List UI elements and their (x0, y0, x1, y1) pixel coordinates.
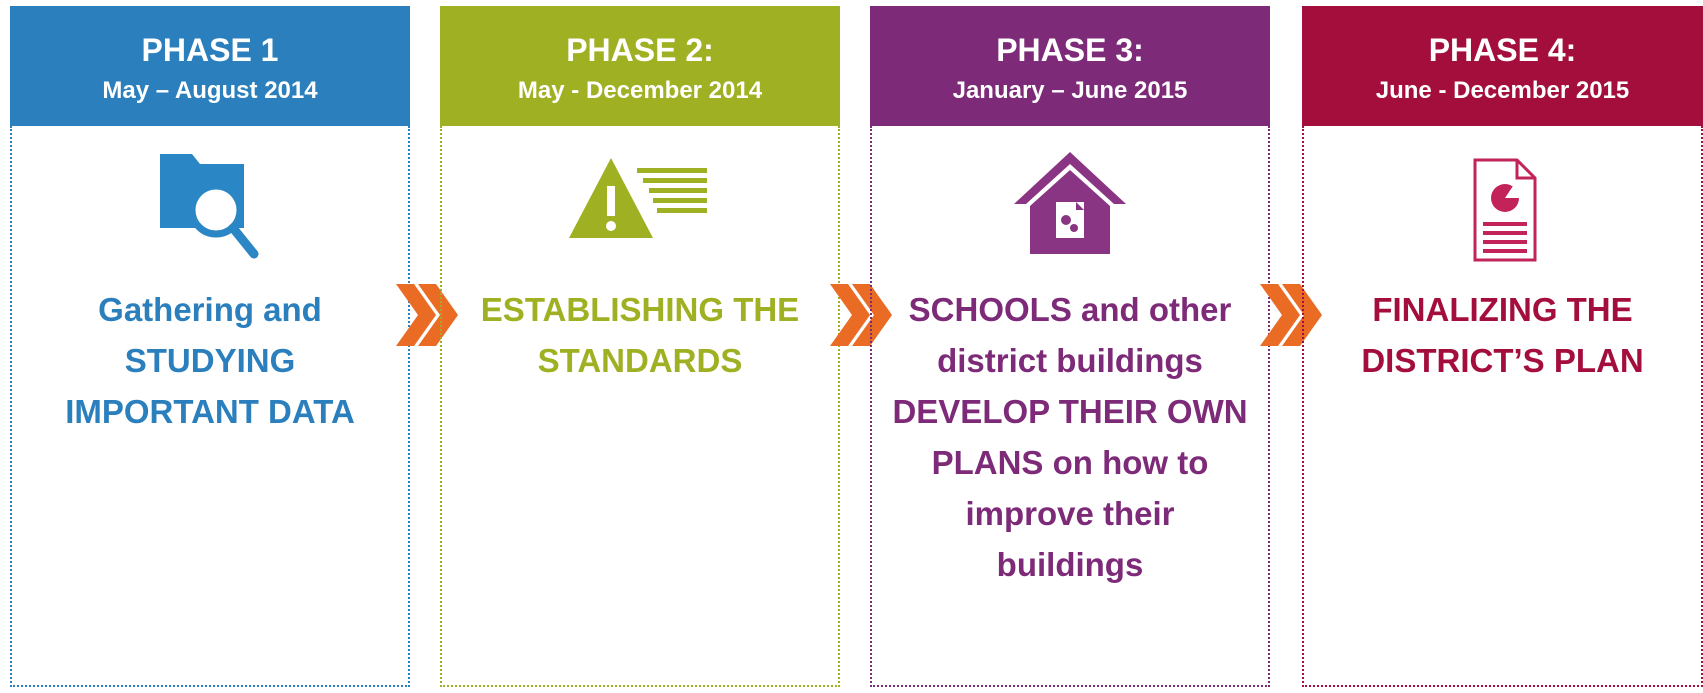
phase-3-title: PHASE 3: (996, 32, 1144, 68)
phase-2-description: ESTABLISHING THE STANDARDS (480, 291, 800, 379)
phase-3-frame (870, 126, 1270, 687)
double-chevron-icon (396, 284, 460, 346)
phase-2-frame (440, 126, 840, 687)
phase-1-dates: May – August 2014 (102, 77, 318, 104)
phase-2-column: PHASE 2: May - December 2014 ESTABLISHIN… (440, 6, 840, 687)
phase-2-title: PHASE 2: (566, 32, 714, 68)
phase-3-dates: January – June 2015 (952, 77, 1188, 104)
phase-4-header: PHASE 4: June - December 2015 (1302, 6, 1703, 126)
phase-3-header: PHASE 3: January – June 2015 (870, 6, 1270, 126)
phase-4-dates: June - December 2015 (1375, 77, 1630, 104)
phase-3-description: SCHOOLS and other district buildings DEV… (892, 291, 1248, 583)
phase-4-description: FINALIZING THE DISTRICT’S PLAN (1361, 291, 1644, 379)
phase-3-column: PHASE 3: January – June 2015 SCHOOLS and… (870, 6, 1270, 687)
phase-2-dates: May - December 2014 (517, 77, 763, 104)
phase-2-header: PHASE 2: May - December 2014 (440, 6, 840, 126)
folder-search-icon (10, 146, 410, 276)
phase-1-description: Gathering and STUDYING IMPORTANT DATA (65, 291, 355, 430)
phase-1-column: PHASE 1 May – August 2014 Gathering and … (10, 6, 410, 687)
phase-1-title: PHASE 1 (141, 32, 279, 68)
phase-4-column: PHASE 4: June - December 2015 FINALIZING… (1302, 6, 1703, 687)
phase-1-frame (10, 126, 410, 687)
phase-1-header: PHASE 1 May – August 2014 (10, 6, 410, 126)
phase-4-title: PHASE 4: (1428, 32, 1577, 68)
house-document-icon (870, 148, 1270, 278)
phase-4-frame (1302, 126, 1703, 687)
double-chevron-icon (830, 284, 894, 346)
warning-list-icon (440, 146, 840, 276)
report-document-icon (1302, 156, 1703, 286)
